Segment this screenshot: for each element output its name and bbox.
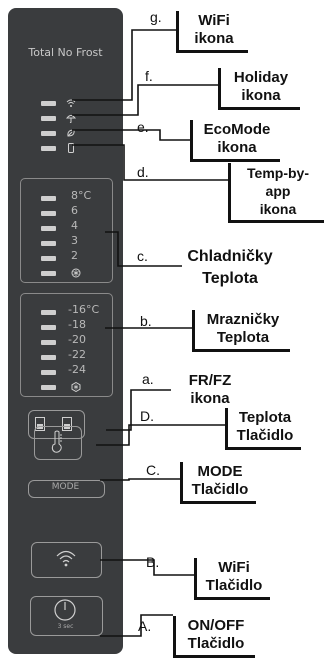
callout-letter-b: b. [140,313,152,329]
fridge-temp-value: 3 [71,234,78,247]
leader-line-D [96,424,225,446]
umbrella-icon [66,115,76,123]
fridge-temp-value: 6 [71,204,78,217]
fridge-temp-bar [41,211,56,216]
leader-line-c [105,231,184,267]
temp-by-app-indicator-bar [41,146,56,151]
label-text: Temp-by-app [247,165,309,199]
label-wifi-button: WiFi Tlačidlo [194,558,270,600]
fridge-temp-value: 2 [71,249,78,262]
leader-line-A [100,614,173,637]
label-text: WiFi [198,12,230,29]
freezer-fast-freeze-icon [71,382,81,392]
freezer-temp-box [20,293,113,397]
phone-icon [68,143,74,153]
leader-line-a [106,389,171,431]
label-text: ikona [194,30,234,47]
label-text: Chladničky [187,248,273,265]
freezer-temp-bar [41,355,56,360]
label-ecomode-icon: EcoMode ikona [190,120,280,162]
label-text: MODE [197,463,243,480]
thermometer-icon [51,430,62,453]
label-text: Tlačidlo [236,427,294,444]
callout-letter-c: c. [137,248,148,264]
label-text: FR/FZ [188,372,232,389]
label-text: Teplota [216,329,270,346]
freezer-temp-value: -16°C [68,303,100,316]
ecomode-indicator-bar [41,131,56,136]
label-mode-button: MODE Tlačidlo [180,462,256,504]
fridge-temp-bar [41,196,56,201]
fridge-temp-bar [41,226,56,231]
label-text: Tlačidlo [191,481,249,498]
freezer-temp-value: -20 [68,333,86,346]
fridge-temp-bar [41,241,56,246]
label-text: ikona [241,87,281,104]
label-freezer-temp: Mrazničky Teplota [192,310,290,352]
label-text: ikona [259,201,297,217]
label-text: WiFi [218,559,250,576]
label-text: Tlačidlo [187,635,245,652]
callout-letter-f: f. [145,68,153,84]
leader-line-B [100,559,194,576]
leader-line-e [72,129,190,141]
temperature-button[interactable] [34,426,82,460]
fridge-temp-bar [41,271,56,276]
label-text: Holiday [233,69,289,86]
label-text: ikona [190,390,230,407]
mode-button-label: MODE [51,482,80,492]
power-icon [54,599,76,621]
panel-title: Total No Frost [28,46,103,59]
label-fridge-temp: Chladničky Teplota [182,246,278,290]
freezer-temp-value: -24 [68,363,86,376]
leader-line-f [72,84,218,116]
freezer-temp-bar [41,325,56,330]
callout-letter-A: A. [138,618,152,634]
label-text: ON/OFF [187,617,245,634]
freezer-temp-bar [41,310,56,315]
freezer-temp-bar [41,340,56,345]
fridge-temp-bar [41,256,56,261]
callout-letter-a: a. [142,371,154,387]
label-text: ikona [217,139,257,156]
wifi-icon [66,99,76,107]
wifi-indicator-bar [41,101,56,106]
leader-line-C [100,478,180,481]
fr-fz-selector[interactable] [28,410,85,439]
label-temp-by-app-icon: Temp-by-app ikona [228,163,324,223]
label-on-off-button: ON/OFF Tlačidlo [173,616,255,658]
label-holiday-icon: Holiday ikona [218,68,300,110]
callout-letter-e: e. [137,119,149,135]
label-temperature-button: Teplota Tlačidlo [225,408,301,450]
callout-letter-C: C. [146,462,160,478]
label-fr-fz-icon: FR/FZ ikona [174,372,246,408]
label-text: Mrazničky [206,311,280,328]
label-wifi-icon: WiFi ikona [176,11,248,53]
mode-button[interactable] [28,480,105,498]
wifi-button-icon [56,550,76,567]
fridge-temp-value: 8°C [71,189,92,202]
freezer-temp-value: -22 [68,348,86,361]
label-text: Teplota [238,409,292,426]
callout-letter-B: B. [146,554,160,570]
label-text: EcoMode [203,121,271,138]
fridge-temp-box [20,178,113,283]
callout-letter-d: d. [137,164,149,180]
freezer-temp-bar [41,385,56,390]
fridge-fast-cool-icon [71,268,81,278]
holiday-indicator-bar [41,116,56,121]
label-text: Tlačidlo [205,577,263,594]
freezer-temp-value: -18 [68,318,86,331]
leader-line-d [72,144,228,181]
power-button-duration: 3 sec [57,623,74,630]
leader-line-g [72,29,176,101]
freezer-temp-bar [41,370,56,375]
fridge-temp-value: 4 [71,219,78,232]
callout-letter-g: g. [150,9,162,25]
label-text: Teplota [202,270,258,287]
power-button[interactable] [30,596,103,636]
callout-letter-D: D. [140,408,154,424]
